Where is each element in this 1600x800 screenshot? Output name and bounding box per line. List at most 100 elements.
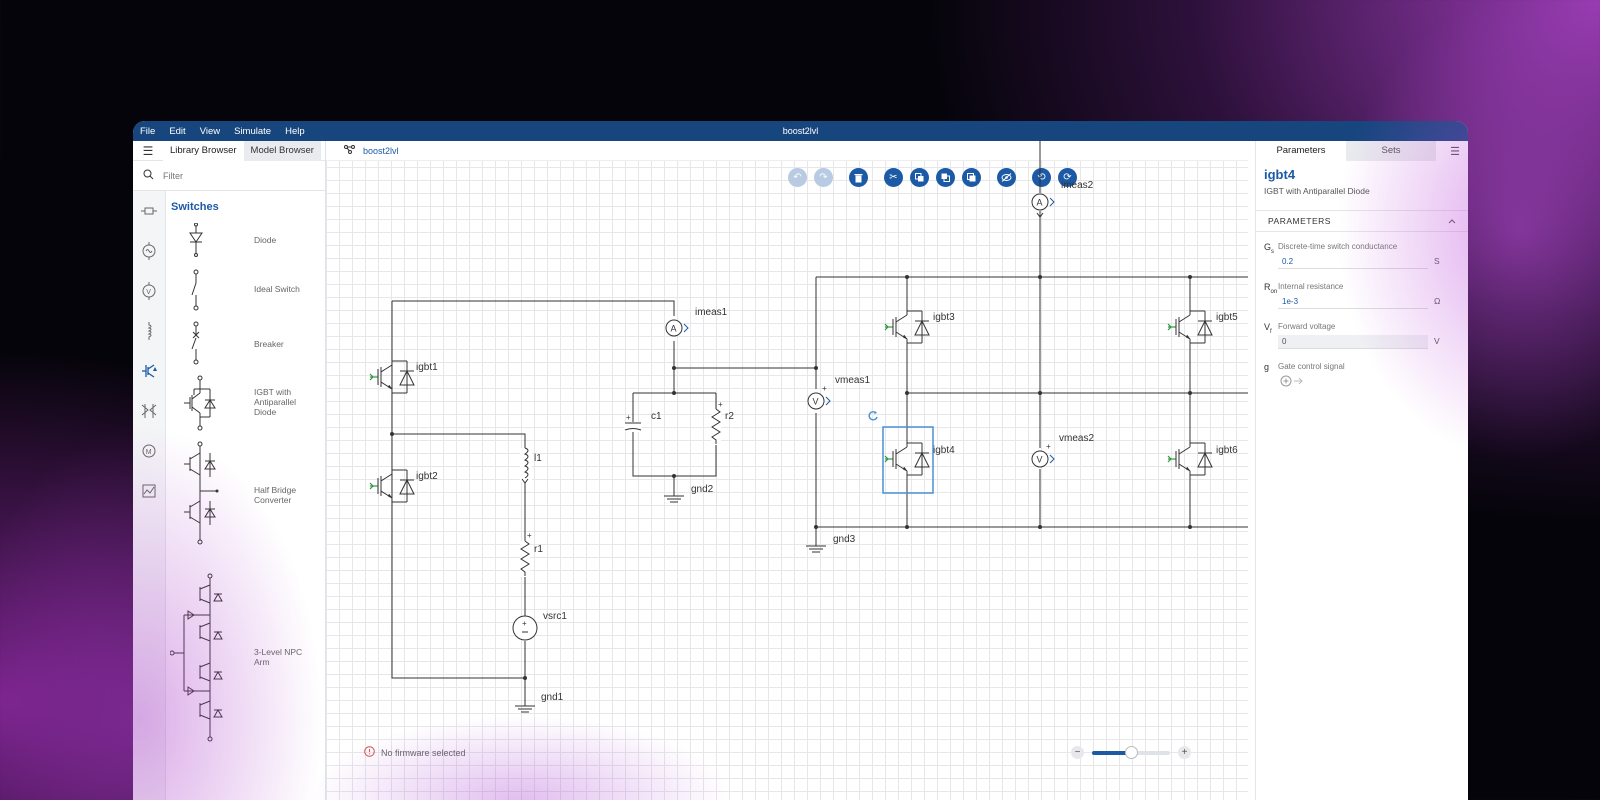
half-bridge-icon [184,441,219,545]
selected-component-name: igbt4 [1264,167,1296,182]
warning-icon [364,746,375,759]
label-vsrc1: vsrc1 [543,611,567,622]
param-g: g Gate control signal [1256,352,1468,392]
zoom-control: − + [1071,745,1191,759]
label-vmeas1: vmeas1 [835,375,870,386]
label-imeas1: imeas1 [695,307,728,318]
menu-bar: File Edit View Simulate Help boost2lvl [133,121,1468,141]
library-item-breaker[interactable]: Breaker [166,321,326,367]
rail-scope-icon[interactable] [133,471,165,511]
menu-view[interactable]: View [199,125,221,137]
l1-symbol[interactable] [520,447,532,484]
right-tab-bar: Parameters Sets ☰ [1256,141,1468,161]
igbt5-symbol[interactable] [1167,308,1213,346]
igbt4-symbol[interactable] [884,440,930,478]
label-c1: c1 [651,411,662,422]
param-vf-input[interactable]: 0 [1278,335,1428,349]
igbt3-symbol[interactable] [884,308,930,346]
filter-input[interactable] [163,170,313,181]
label-imeas2: imeas2 [1061,180,1094,191]
app-window: File Edit View Simulate Help boost2lvl ☰… [133,121,1468,800]
library-item-label: IGBT with Antiparallel Diode [254,387,297,417]
menu-file[interactable]: File [140,125,156,137]
breaker-icon [191,321,200,365]
ammeter-letter: A [1037,198,1043,208]
vmeas2-meter[interactable]: + [1031,442,1055,468]
library-item-label: Ideal Switch [254,284,300,294]
zoom-slider[interactable] [1092,745,1170,759]
menu-edit[interactable]: Edit [169,125,186,137]
menu-icon[interactable]: ☰ [1450,145,1460,158]
rail-resistor-icon[interactable] [133,191,165,231]
ideal-switch-icon [191,269,199,311]
label-igbt6: igbt6 [1216,445,1238,456]
param-ron-input[interactable]: 1e-3 [1278,295,1428,309]
library-item-ideal-switch[interactable]: Ideal Switch [166,269,326,313]
zoom-slider-handle[interactable] [1124,745,1138,759]
rail-motor-icon[interactable]: M [133,431,165,471]
schematic-diagram: + + + + [369,141,1248,713]
add-signal-icon[interactable] [1280,374,1310,392]
left-tab-bar: ☰ Library Browser Model Browser [133,140,325,161]
svg-text:V: V [146,289,151,296]
imeas2-meter[interactable] [1031,193,1055,218]
selected-component-type: IGBT with Antiparallel Diode [1264,186,1370,196]
param-symbol: g [1264,362,1270,372]
library-item-diode[interactable]: Diode [166,223,326,263]
r1-symbol[interactable]: + [520,531,532,577]
param-ron: Ron Internal resistance 1e-3 Ω [1256,272,1468,312]
label-igbt4: igbt4 [933,445,955,456]
label-vmeas2: vmeas2 [1059,433,1094,444]
tab-parameters[interactable]: Parameters [1256,141,1346,161]
chevron-up-icon[interactable] [1448,216,1456,226]
gnd1-symbol[interactable] [514,705,536,713]
vmeas1-meter[interactable]: + [807,384,831,410]
diode-icon [189,223,203,257]
rail-voltmeter-icon[interactable]: V [133,271,165,311]
param-description: Discrete-time switch conductance [1278,242,1398,251]
param-gs-input[interactable]: 0.2 [1278,255,1428,269]
zoom-in-button[interactable]: + [1178,746,1191,759]
zoom-out-button[interactable]: − [1071,746,1084,759]
svg-text:+: + [626,413,631,422]
library-item-label: 3-Level NPC Arm [254,647,303,667]
gnd3-symbol[interactable] [805,545,827,553]
tab-sets[interactable]: Sets [1346,141,1436,161]
label-gnd3: gnd3 [833,534,856,545]
igbt-icon [184,375,216,431]
rail-inductor-icon[interactable] [133,311,165,351]
gnd2-symbol[interactable] [663,495,685,503]
label-r2: r2 [725,411,734,422]
param-unit: S [1434,256,1440,266]
param-description: Internal resistance [1278,282,1344,291]
rail-converter-icon[interactable] [133,391,165,431]
label-r1: r1 [534,544,543,555]
param-symbol: Ron [1264,282,1278,295]
imeas1-meter[interactable] [665,319,689,337]
menu-help[interactable]: Help [285,125,305,137]
library-item-label: Half Bridge Converter [254,485,297,505]
menu-simulate[interactable]: Simulate [234,125,272,137]
rail-source-icon[interactable] [133,231,165,271]
schematic-canvas[interactable]: boost2lvl ↶ ↷ ✂ ⟲ ⟳ [326,141,1248,800]
tab-library-browser[interactable]: Library Browser [163,140,244,161]
rail-switch-icon[interactable] [133,351,165,391]
param-unit: Ω [1434,296,1441,306]
library-item-npc[interactable]: 3-Level NPC Arm [166,573,326,745]
hamburger-menu-icon[interactable]: ☰ [142,143,154,158]
param-symbol: Gs [1264,242,1275,255]
vsrc1-symbol[interactable]: + [512,615,538,641]
category-rail: V M [133,191,166,800]
library-item-label: Diode [254,235,277,245]
igbt6-symbol[interactable] [1167,440,1213,478]
library-item-half-bridge[interactable]: Half Bridge Converter [166,441,326,545]
section-title: PARAMETERS [1268,216,1331,226]
param-unit: V [1434,336,1440,346]
label-igbt5: igbt5 [1216,312,1238,323]
library-item-igbt[interactable]: IGBT with Antiparallel Diode [166,375,326,433]
tab-model-browser[interactable]: Model Browser [243,140,321,161]
label-gnd1: gnd1 [541,692,564,703]
library-item-label: Breaker [254,339,284,349]
parameters-section-header[interactable]: PARAMETERS [1256,210,1468,232]
r2-symbol[interactable]: + [711,400,723,445]
